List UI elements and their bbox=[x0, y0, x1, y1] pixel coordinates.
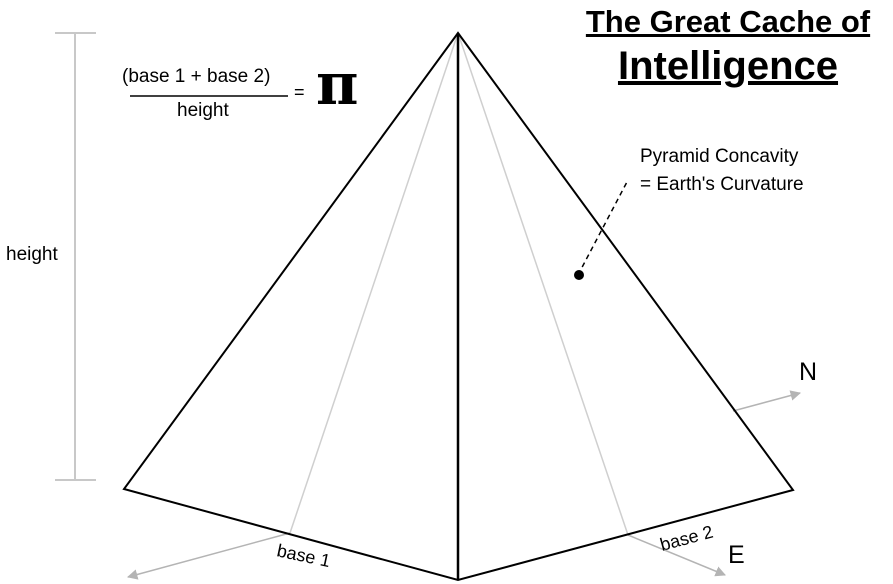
north-label: N bbox=[799, 358, 818, 386]
base1-axis-arrow bbox=[126, 532, 291, 580]
base1-label: base 1 bbox=[275, 540, 332, 571]
east-label: E bbox=[728, 541, 745, 569]
east-arrow bbox=[627, 534, 726, 577]
formula-denominator: height bbox=[177, 100, 229, 121]
concavity-label-line1: Pyramid Concavity bbox=[640, 146, 799, 167]
concavity-leader-line bbox=[577, 179, 629, 276]
formula-pi-symbol: π bbox=[316, 50, 359, 118]
formula-equals: = bbox=[294, 82, 305, 102]
face-guide-left bbox=[289, 32, 459, 534]
title-line-2: Intelligence bbox=[617, 44, 839, 88]
formula-numerator: (base 1 + base 2) bbox=[122, 66, 271, 87]
height-label: height bbox=[6, 244, 58, 265]
north-arrow bbox=[732, 390, 802, 412]
face-guide-right bbox=[457, 32, 629, 536]
height-dimension-bar bbox=[55, 32, 96, 481]
base2-label: base 2 bbox=[658, 522, 715, 555]
concavity-dot bbox=[574, 270, 584, 280]
concavity-label-line2: = Earth's Curvature bbox=[640, 174, 804, 195]
title-line-1: The Great Cache of bbox=[585, 4, 871, 39]
